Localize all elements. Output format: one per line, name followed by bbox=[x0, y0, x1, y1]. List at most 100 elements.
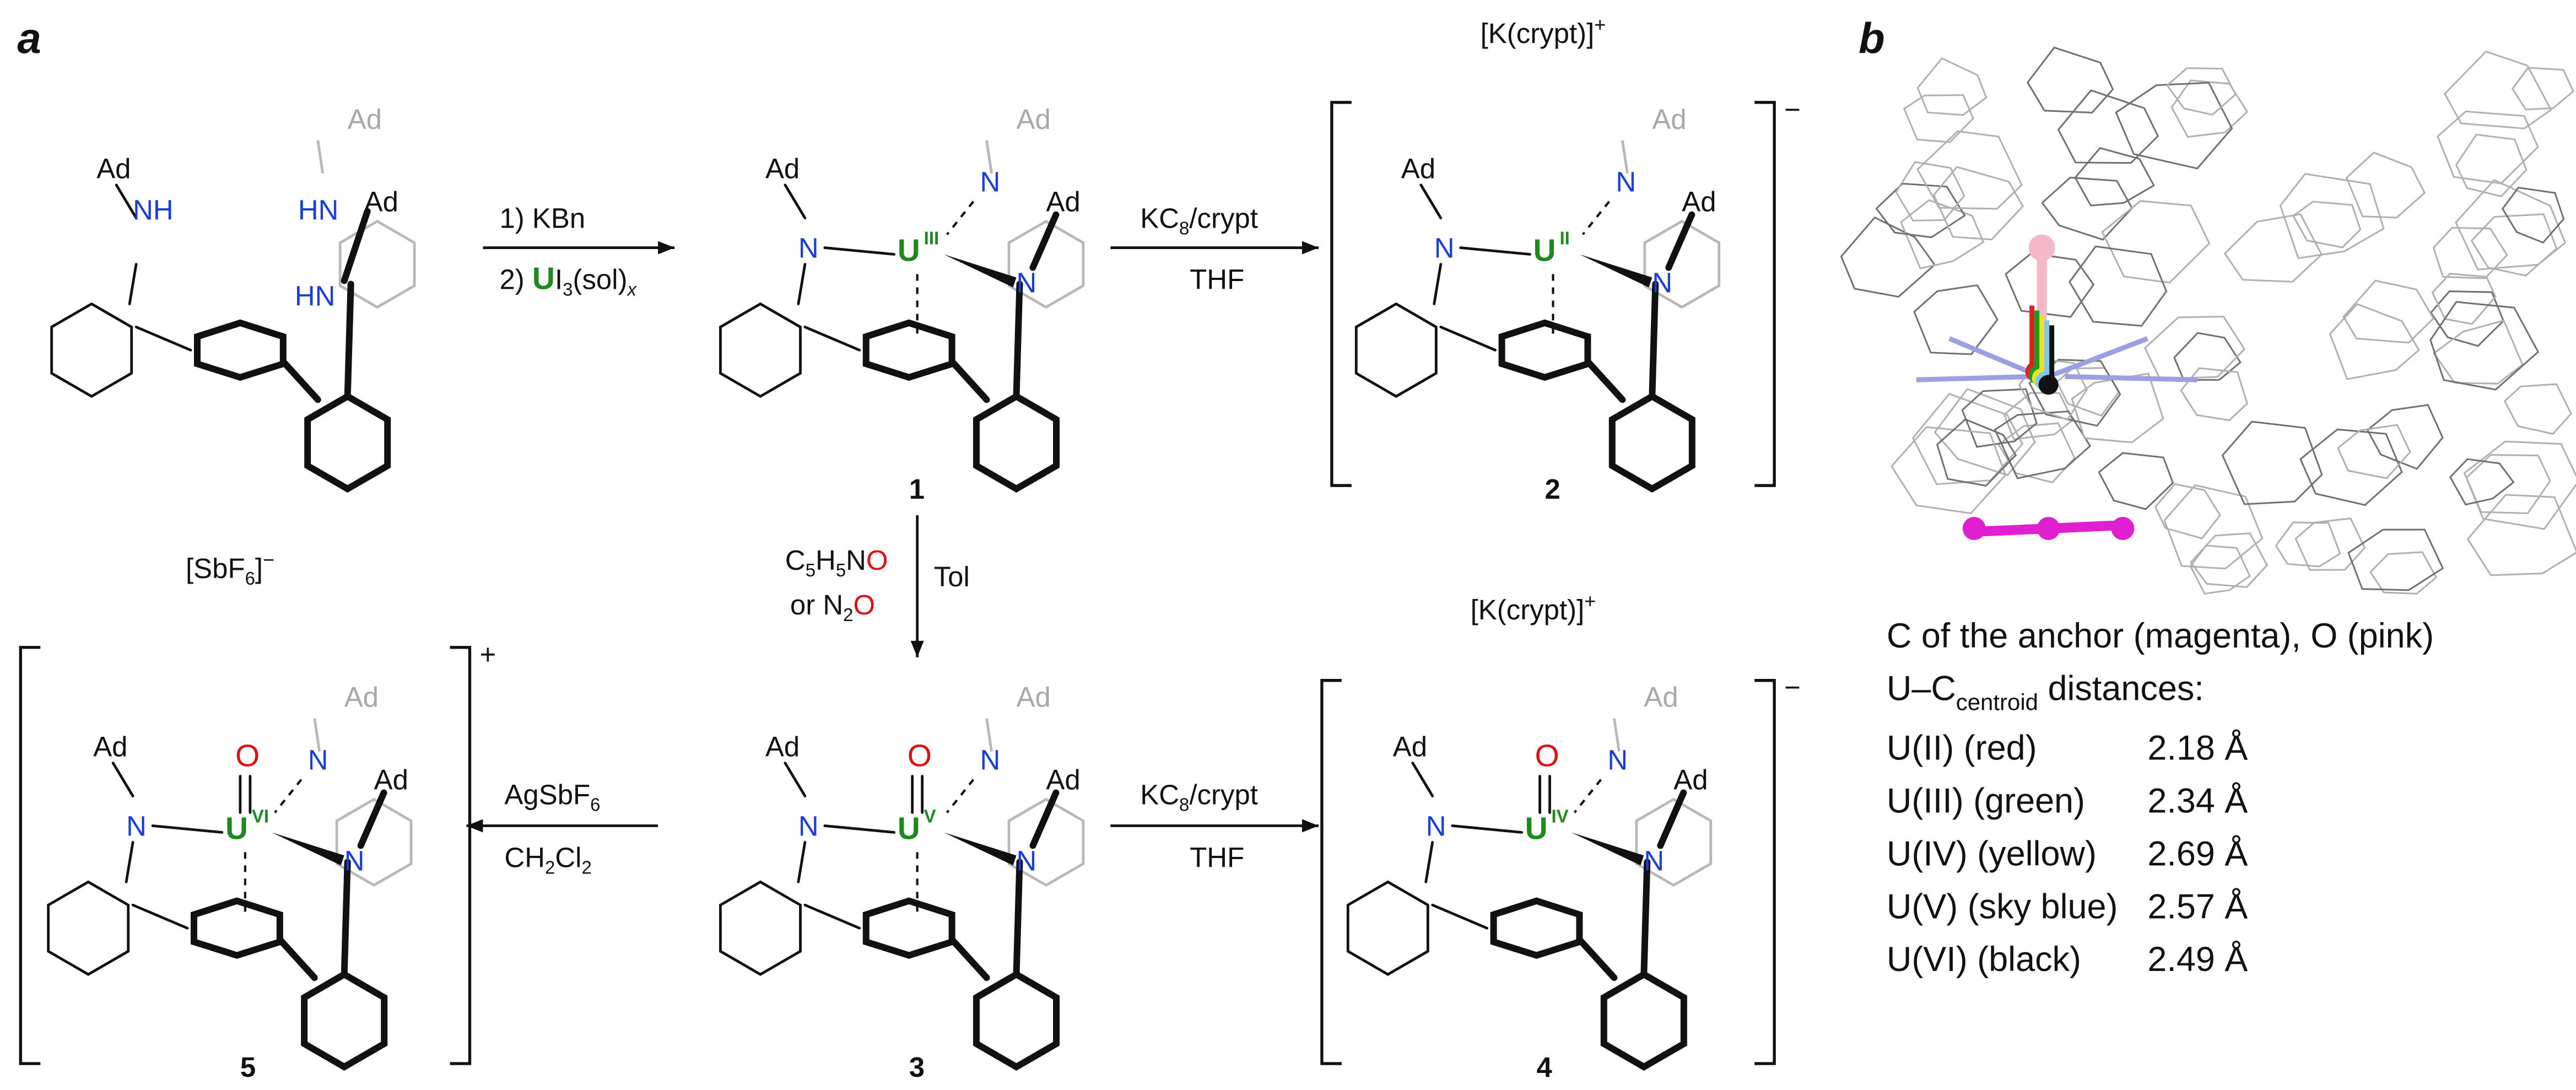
amine-hn-label-back: HN bbox=[298, 195, 339, 226]
ring-wireframe bbox=[2154, 483, 2221, 539]
uranium-atom bbox=[2038, 375, 2059, 395]
ring-wireframe bbox=[2455, 179, 2567, 271]
bond bbox=[274, 779, 303, 813]
adamantyl-label-front: Ad bbox=[364, 186, 398, 218]
ring-wireframe bbox=[1994, 410, 2092, 479]
nitrogen-label-back: N bbox=[308, 744, 328, 776]
reaction-arrow-step1: 1) KBn 2) UI3(sol)x bbox=[483, 203, 675, 299]
bond bbox=[1586, 360, 1626, 403]
reagent-kc8-crypt: KC8/crypt bbox=[1140, 203, 1258, 239]
adamantyl-label-front: Ad bbox=[374, 764, 408, 796]
ring-wireframe bbox=[2366, 404, 2444, 470]
compound-5-brackets: [SbF6]− + bbox=[19, 548, 496, 1065]
ring-wireframe bbox=[2180, 367, 2249, 422]
counterion-2: [K(crypt)]+ bbox=[1481, 13, 1606, 49]
adamantyl-label-grey: Ad bbox=[1652, 104, 1686, 135]
phenyl-ring-left bbox=[719, 302, 802, 398]
ring-wireframe bbox=[2098, 452, 2174, 510]
bond bbox=[1581, 201, 1611, 235]
oxo-label: O bbox=[908, 738, 932, 774]
phenyl-ring-left bbox=[1346, 880, 1429, 976]
ring-wireframe bbox=[2470, 213, 2558, 277]
bond bbox=[1613, 718, 1621, 752]
panel-label-a: a bbox=[17, 14, 41, 62]
ring-wireframe bbox=[2189, 544, 2251, 595]
uranium-label: U bbox=[898, 811, 920, 846]
legend-row-value: 2.57 Å bbox=[2147, 887, 2248, 926]
compound-number-5: 5 bbox=[240, 1051, 256, 1083]
legend-row-value: 2.18 Å bbox=[2147, 729, 2248, 768]
nitrogen-label-back: N bbox=[1616, 166, 1636, 198]
reaction-arrow-oxidation-1-to-3: C5H5NO or N2O Tol bbox=[785, 515, 970, 657]
pyridine-ring-back bbox=[338, 219, 416, 309]
reagent-agsbf6: AgSbF6 bbox=[504, 779, 600, 815]
nitrogen-label-left: N bbox=[126, 810, 147, 841]
ring-wireframe bbox=[2337, 424, 2411, 479]
ring-wireframe bbox=[2190, 532, 2269, 588]
legend-row-value: 2.34 Å bbox=[2147, 782, 2248, 821]
reagent-kbn: 1) KBn bbox=[499, 203, 585, 234]
bond bbox=[281, 360, 321, 403]
bond bbox=[1431, 903, 1489, 930]
ring-wireframe bbox=[2466, 494, 2576, 576]
nitrogen-label-front: N bbox=[1644, 845, 1664, 876]
solvent-ch2cl2: CH2Cl2 bbox=[504, 841, 591, 877]
legend-line-anchor: C of the anchor (magenta), O (pink) bbox=[1887, 617, 2434, 655]
adamantyl-label-grey: Ad bbox=[1016, 682, 1050, 713]
nitrogen-label-front: N bbox=[344, 845, 365, 876]
central-arene-ring bbox=[862, 897, 955, 959]
solvent-thf-2: THF bbox=[1190, 841, 1244, 873]
ring-wireframe bbox=[2173, 332, 2242, 381]
n-bond bbox=[1948, 336, 2042, 379]
compound-number-3: 3 bbox=[909, 1051, 925, 1083]
anchor-carbon-atom bbox=[2111, 517, 2135, 541]
ring-wireframe bbox=[2223, 213, 2323, 283]
nitrogen-label-front: N bbox=[1652, 267, 1672, 298]
bond bbox=[1649, 280, 1659, 400]
charge-2: − bbox=[1784, 94, 1801, 125]
ring-wireframe bbox=[1903, 94, 1974, 143]
ring-wireframe bbox=[2433, 319, 2524, 385]
bond bbox=[1013, 859, 1023, 978]
ring-wireframe bbox=[1913, 284, 1999, 355]
bond bbox=[1029, 789, 1060, 849]
pyridine-ring-back bbox=[1007, 219, 1085, 309]
adamantyl-label: Ad bbox=[1401, 153, 1435, 185]
bond bbox=[784, 762, 807, 797]
phenyl-ring-right bbox=[973, 970, 1060, 1071]
adamantyl-label-grey: Ad bbox=[1644, 682, 1678, 713]
ring-wireframe bbox=[2465, 454, 2551, 514]
phenyl-ring-left bbox=[719, 880, 802, 976]
charge-4: − bbox=[1784, 672, 1801, 703]
panel-label-b: b bbox=[1859, 14, 1885, 62]
bond bbox=[946, 201, 975, 235]
phenyl-ring-left bbox=[1354, 302, 1438, 398]
ring-wireframe bbox=[2057, 89, 2159, 164]
adamantyl-label-front: Ad bbox=[1673, 764, 1708, 796]
ring-wireframe bbox=[2166, 67, 2237, 116]
ring-wireframe bbox=[2221, 420, 2323, 505]
ring-wireframe bbox=[1936, 418, 2017, 487]
compound-2-brackets: [K(crypt)]+ − bbox=[1330, 13, 1801, 487]
solvent-tol: Tol bbox=[934, 561, 970, 592]
legend-line-distances: U–Ccentroid distances: bbox=[1887, 670, 2204, 715]
counterion-4: [K(crypt)]+ bbox=[1471, 590, 1596, 625]
bond bbox=[1029, 211, 1060, 271]
ring-wireframe bbox=[2018, 358, 2088, 421]
bond bbox=[341, 859, 351, 978]
compound-number-4: 4 bbox=[1537, 1051, 1553, 1083]
uranium-label: U bbox=[1533, 233, 1556, 268]
adamantyl-label: Ad bbox=[1393, 731, 1427, 763]
legend-row-value: 2.49 Å bbox=[2147, 940, 2248, 979]
anchor-carbon-atom bbox=[2037, 517, 2060, 541]
ring-wireframe bbox=[2115, 82, 2233, 170]
phenyl-ring-right bbox=[304, 392, 391, 493]
adamantyl-label: Ad bbox=[765, 153, 800, 185]
bond bbox=[1411, 762, 1434, 797]
ring-wireframe bbox=[2074, 147, 2155, 207]
bond bbox=[950, 360, 990, 403]
